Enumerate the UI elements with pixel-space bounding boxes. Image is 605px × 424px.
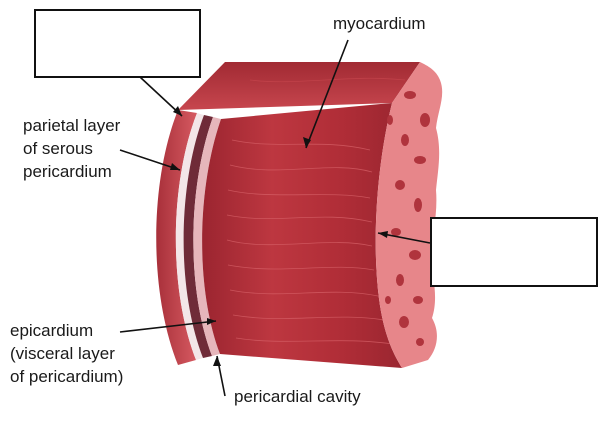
epicardium-shape <box>193 117 221 356</box>
label-epicardium-line1: epicardium <box>10 321 94 340</box>
arrowhead-cavity <box>213 356 221 366</box>
label-epicardium-line2: (visceral layer <box>10 344 115 363</box>
arrowheads <box>170 106 388 366</box>
arrowhead-parietal <box>170 163 180 170</box>
endocardium-shape <box>375 62 443 368</box>
label-pericardial-cavity: pericardial cavity <box>234 387 361 406</box>
white-layer-shape <box>175 113 204 360</box>
blank-label-box-right[interactable] <box>430 217 598 287</box>
arrowhead-myocardium <box>303 137 311 148</box>
parietal-layer-shape <box>156 110 197 365</box>
label-parietal-line3: pericardium <box>23 162 112 181</box>
leader-epicardium <box>119 320 217 333</box>
myocardium-shape <box>202 103 402 368</box>
arrowhead-epicardium <box>207 318 216 325</box>
label-epicardium-line3: of pericardium) <box>10 367 124 386</box>
arrowhead-right-box <box>378 231 388 238</box>
muscle-fibers <box>226 77 406 345</box>
pericardial-cavity-shape <box>183 115 213 358</box>
leader-parietal <box>119 149 181 171</box>
label-parietal-line2: of serous <box>23 139 93 158</box>
blank-label-box-top[interactable] <box>34 9 201 78</box>
arrowhead-top-box <box>173 106 182 116</box>
leader-top-box <box>139 76 183 117</box>
trabeculae-holes <box>385 91 430 346</box>
top-surface <box>178 62 420 110</box>
label-myocardium: myocardium <box>333 14 426 33</box>
leader-myocardium <box>305 39 349 149</box>
label-parietal-line1: parietal layer <box>23 116 121 135</box>
